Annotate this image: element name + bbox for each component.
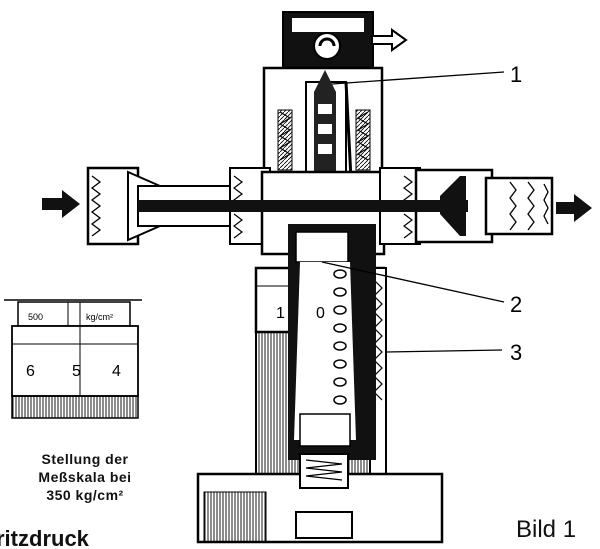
callout-3: 3	[510, 340, 522, 365]
inset-digit-5: 5	[72, 363, 81, 380]
inset-digit-4: 4	[112, 363, 121, 380]
cut-off-heading: ritzdruck	[0, 526, 89, 549]
outlet-flow-arrow-icon	[556, 194, 592, 222]
flow-bore	[138, 200, 468, 212]
scale-inset: 500 kg/cm² 6 5 4	[4, 299, 142, 419]
figure-label: Bild 1	[516, 516, 577, 543]
top-cap	[282, 11, 408, 69]
inset-unit: kg/cm²	[86, 312, 113, 322]
body-scale-digit-0: 0	[316, 305, 325, 322]
body-scale-digit-1: 1	[276, 305, 285, 322]
base-plate	[196, 453, 444, 544]
caption-line-3: 350 kg/cm²	[46, 487, 124, 503]
spring-chamber	[288, 224, 376, 460]
inset-digit-6: 6	[26, 363, 35, 380]
outlet-arrow-icon	[371, 28, 408, 52]
callout-1: 1	[510, 62, 522, 87]
callout-2: 2	[510, 292, 522, 317]
inset-caption: Stellung der Meßskala bei 350 kg/cm²	[20, 450, 150, 504]
inset-top-value: 500	[28, 312, 43, 322]
caption-line-2: Meßskala bei	[38, 469, 132, 485]
inlet-arrow-icon	[42, 190, 80, 218]
caption-line-1: Stellung der	[41, 451, 129, 467]
leader-lines	[321, 71, 505, 353]
